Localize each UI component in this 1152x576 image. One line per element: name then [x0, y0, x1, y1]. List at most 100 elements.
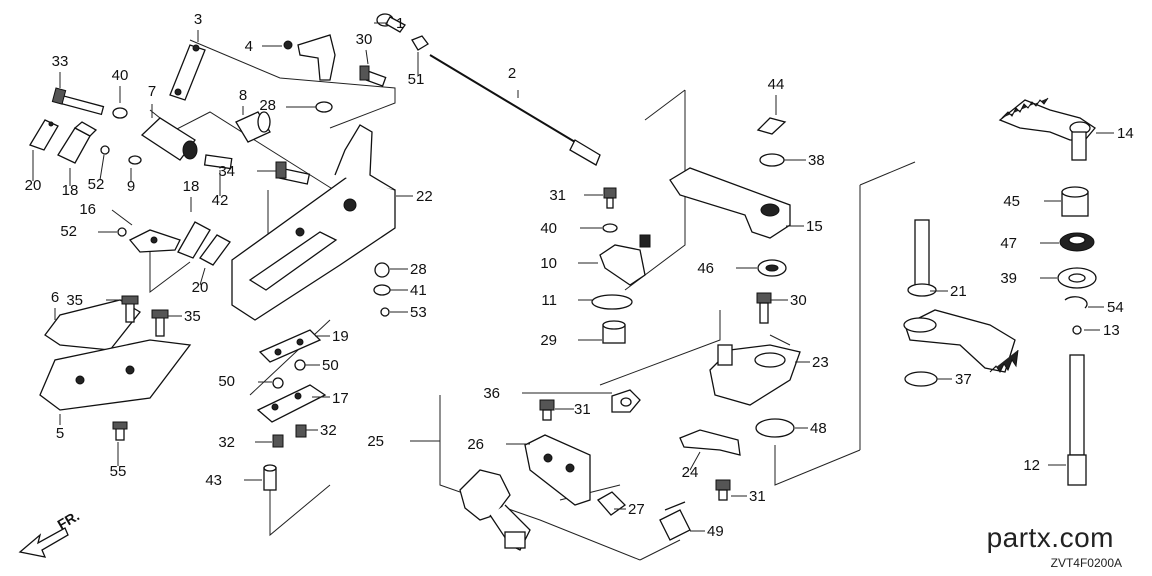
part-shaft-12	[1067, 354, 1087, 486]
part-oring-48	[755, 418, 795, 438]
callout-label-c35b: 35	[184, 308, 201, 325]
callout-label-c17: 17	[332, 390, 349, 407]
part-gear-14	[998, 97, 1096, 161]
callout-label-c35a: 35	[66, 292, 83, 309]
part-nut-28b	[374, 262, 390, 278]
callout-label-c16: 16	[79, 201, 96, 218]
part-switch-25	[459, 469, 531, 551]
part-clip-20	[29, 119, 59, 151]
callout-label-c33: 33	[52, 53, 69, 70]
callout-label-c39: 39	[1000, 270, 1017, 287]
callout-label-c22: 22	[416, 188, 433, 205]
part-washer-39	[1057, 267, 1097, 289]
callout-label-c14: 14	[1117, 125, 1134, 142]
part-collar-29	[602, 320, 626, 344]
callout-label-c55: 55	[110, 463, 127, 480]
callout-label-c44: 44	[768, 76, 785, 93]
callout-label-c10: 10	[540, 255, 557, 272]
part-clip-18b	[177, 221, 211, 259]
part-washer-46	[757, 259, 787, 277]
part-bolt-32a	[272, 434, 284, 448]
front-direction-arrow-icon	[18, 527, 69, 558]
callout-leader-c20a	[199, 267, 206, 286]
callout-label-c8: 8	[239, 87, 247, 104]
site-watermark: partx.com	[986, 522, 1114, 553]
callout-label-c40b: 40	[540, 220, 557, 237]
callout-leader-c52a	[99, 154, 105, 181]
callout-label-c11: 11	[541, 292, 557, 309]
callout-label-c4: 4	[245, 38, 253, 55]
callout-label-c30a: 30	[356, 31, 373, 48]
callout-label-c54: 54	[1107, 299, 1124, 316]
part-frame-22	[231, 124, 396, 321]
part-grommet-50b	[272, 377, 284, 389]
callout-label-c20b: 20	[25, 177, 42, 194]
callout-label-c32b: 32	[320, 422, 337, 439]
part-clip-13	[1072, 325, 1082, 335]
diagram-code: ZVT4F0200A	[1050, 556, 1122, 570]
part-bolt-35b	[151, 309, 169, 337]
callout-label-c53: 53	[410, 304, 427, 321]
part-arm-15	[669, 167, 791, 239]
callout-label-c9: 9	[127, 178, 135, 195]
callout-label-c13: 13	[1103, 322, 1120, 339]
callout-label-c43: 43	[205, 472, 222, 489]
callout-label-c18b: 18	[62, 182, 79, 199]
part-clip-44	[756, 117, 787, 135]
part-collar-8	[235, 111, 271, 143]
part-washer-9	[128, 155, 142, 165]
part-pin-43	[263, 464, 277, 491]
part-bolt-31a	[603, 187, 617, 209]
part-seal-47	[1059, 232, 1095, 252]
callout-leader-c16	[111, 209, 133, 226]
callout-label-c52a: 52	[88, 176, 105, 193]
part-clamp-27	[596, 491, 627, 516]
callout-label-c32a: 32	[218, 434, 235, 451]
callout-label-c49: 49	[707, 523, 724, 540]
callout-label-c30b: 30	[790, 292, 807, 309]
part-plate-19	[258, 329, 322, 363]
callout-label-c37: 37	[955, 371, 972, 388]
callout-label-c3: 3	[194, 11, 202, 28]
part-clip-53	[380, 307, 390, 317]
part-washer-40b	[602, 223, 618, 233]
callout-label-c6: 6	[51, 289, 59, 306]
callout-label-c31b: 31	[574, 401, 591, 418]
part-clip-20b	[199, 234, 231, 266]
callout-label-c47: 47	[1000, 235, 1017, 252]
part-bolt-32b	[295, 424, 307, 438]
callout-label-c45: 45	[1003, 193, 1020, 210]
part-bolt-31b	[539, 399, 555, 421]
part-joint-7	[140, 117, 198, 161]
callout-label-c5: 5	[56, 425, 64, 442]
part-bracket-23	[709, 344, 801, 406]
part-bracket-24	[679, 429, 741, 456]
part-bolt-30-top	[359, 65, 387, 87]
part-bolt-34	[275, 161, 311, 185]
callout-label-c38: 38	[808, 152, 825, 169]
callout-label-c28a: 28	[259, 97, 276, 114]
part-cable-2	[429, 54, 601, 166]
part-bracket-6	[44, 299, 141, 351]
part-washer-28-top	[315, 101, 333, 113]
callout-label-c34: 34	[218, 163, 235, 180]
part-plate-5	[39, 339, 192, 411]
part-bolt-55	[112, 421, 128, 441]
part-pin-42	[203, 154, 233, 170]
callout-label-c25: 25	[367, 433, 384, 450]
callout-label-c50b: 50	[218, 373, 235, 390]
callout-label-c50a: 50	[322, 357, 339, 374]
part-washer-38	[759, 153, 785, 167]
part-clip-11	[591, 294, 633, 310]
part-clip-49	[659, 501, 691, 541]
callout-label-c52b: 52	[60, 223, 77, 240]
callout-label-c29: 29	[540, 332, 557, 349]
part-grommet-50a	[294, 359, 306, 371]
callout-label-c18a: 18	[183, 178, 200, 195]
callout-label-c46: 46	[697, 260, 714, 277]
callout-label-c7: 7	[148, 83, 156, 100]
callout-label-c31c: 31	[749, 488, 766, 505]
part-cover-17	[256, 384, 327, 423]
callout-label-c1: 1	[396, 15, 404, 32]
